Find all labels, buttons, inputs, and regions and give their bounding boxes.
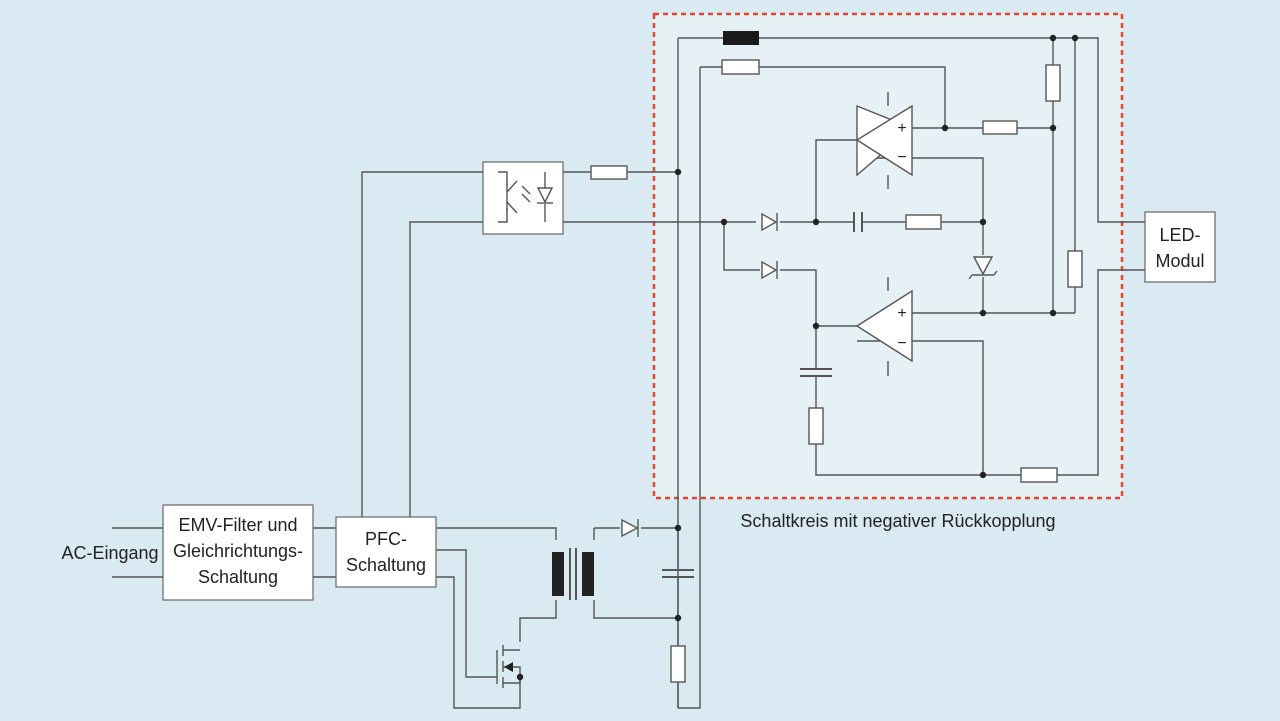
led-label-line1: LED-	[1159, 225, 1200, 245]
opamp-1-plus: +	[897, 120, 906, 137]
pfc-label-line2: Schaltung	[346, 555, 426, 575]
emv-filter-block	[162, 504, 314, 601]
transformer	[552, 548, 594, 600]
inductor-top	[723, 31, 759, 45]
capacitors	[662, 212, 863, 578]
resistor-opamp1-fb	[982, 120, 1018, 135]
zener-diode	[972, 256, 994, 276]
pfc-label-line1: PFC-	[365, 529, 407, 549]
optocoupler	[482, 161, 564, 235]
opamp-1-minus: −	[897, 149, 906, 166]
pfc-block	[335, 516, 437, 588]
diode-secondary	[621, 518, 639, 538]
emv-label-line1: EMV-Filter und	[178, 515, 297, 535]
diodes	[621, 212, 998, 538]
resistor-middle	[905, 214, 942, 230]
resistor-rail-top	[1045, 64, 1061, 102]
mosfet	[496, 645, 521, 688]
opamp-2-triangle	[855, 289, 913, 363]
resistors	[590, 59, 1083, 683]
emv-label-line2: Gleichrichtungs-	[173, 541, 303, 561]
feedback-caption: Schaltkreis mit negativer Rückkopplung	[740, 511, 1055, 531]
capacitor-output	[662, 569, 694, 571]
resistor-opto	[590, 165, 628, 180]
ac-input-label: AC-Eingang	[61, 543, 158, 563]
resistor-sense	[1020, 467, 1058, 483]
emv-label-line3: Schaltung	[198, 567, 278, 587]
diode-upper	[761, 212, 778, 232]
resistor-rail-right	[1067, 250, 1083, 288]
junction-dots	[516, 34, 1079, 681]
opamp-2-minus: −	[897, 335, 906, 352]
resistor-top	[721, 59, 760, 75]
resistor-output	[670, 645, 686, 683]
resistor-rc	[808, 407, 824, 445]
led-module-block	[1144, 211, 1216, 283]
led-label-line2: Modul	[1155, 251, 1204, 271]
capacitor-rc	[800, 368, 832, 370]
opamp-1-triangle	[855, 104, 913, 177]
diode-lower	[761, 260, 778, 280]
capacitor-middle	[853, 212, 855, 232]
opamp-2-plus: +	[897, 305, 906, 322]
